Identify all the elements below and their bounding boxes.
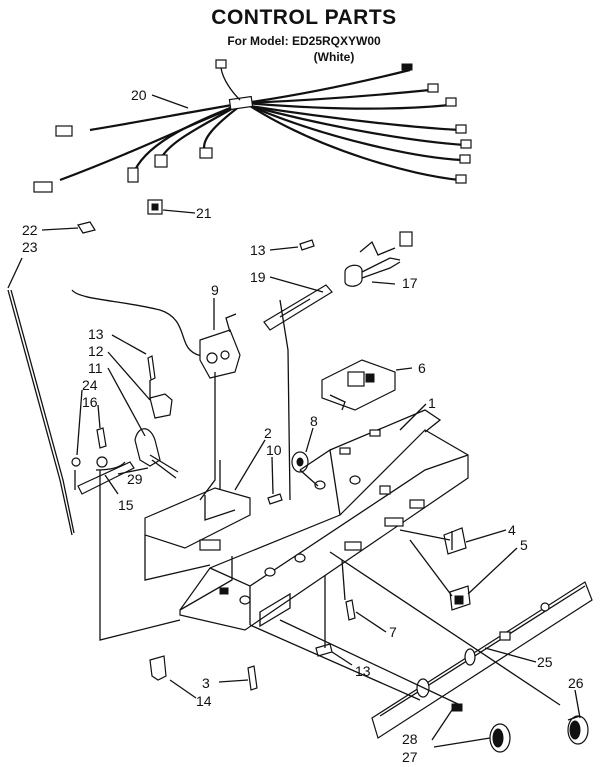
callout-27: 27: [402, 749, 418, 765]
screw-part-16: [96, 427, 107, 449]
callout-11: 11: [88, 360, 103, 376]
callout-25: 25: [537, 654, 553, 670]
screw-part-3: [247, 665, 258, 691]
sensor-part-19: [263, 284, 333, 331]
callout-1: 1: [428, 395, 436, 411]
callout-13-bottom: 13: [355, 663, 371, 679]
clip-part-14: [149, 655, 167, 681]
rod-part-23: [7, 289, 73, 536]
callout-17: 17: [402, 275, 418, 291]
screw-part-7: [345, 599, 356, 621]
front-panel-part-25: [371, 581, 593, 739]
assembly-guide-lines: [74, 299, 561, 706]
callout-13-left: 13: [88, 326, 104, 342]
thermostat-part-9: [199, 329, 241, 379]
callout-16: 16: [82, 394, 98, 410]
cap-part-17: [344, 264, 363, 287]
switch-part-4: [443, 527, 467, 555]
callout-4: 4: [508, 522, 516, 538]
callout-6: 6: [418, 360, 426, 376]
diagram-title: CONTROL PARTS: [211, 6, 397, 29]
callout-26: 26: [568, 675, 584, 691]
clip-part-28: [451, 703, 463, 712]
callout-5: 5: [520, 537, 528, 553]
washer-part-24: [71, 457, 81, 467]
knob-part-26: [567, 715, 589, 745]
callout-9: 9: [211, 282, 219, 298]
callout-28: 28: [402, 731, 418, 747]
callout-22: 22: [22, 222, 38, 238]
knob-shaft-part-11: [134, 428, 161, 467]
model-subtitle: For Model: ED25RQXYW00: [227, 34, 381, 48]
callout-labels: 20 21 22 23 13 19 17 9 13 12 11 24 16 6 …: [22, 87, 584, 765]
lever-part-15: [77, 461, 135, 495]
screw-part-10: [267, 493, 283, 505]
callout-19: 19: [250, 269, 266, 285]
callout-12: 12: [88, 343, 104, 359]
callout-29: 29: [127, 471, 143, 487]
callout-14: 14: [196, 693, 212, 709]
bracket-part-2: [144, 487, 251, 549]
callout-15: 15: [118, 497, 134, 513]
callout-3: 3: [202, 675, 210, 691]
callout-20: 20: [131, 87, 147, 103]
wiring-harness-part-20: [33, 59, 472, 193]
callout-13-top: 13: [250, 242, 266, 258]
callout-8: 8: [310, 413, 318, 429]
callout-23: 23: [22, 239, 38, 255]
screw-part-13-left: [147, 355, 156, 381]
callout-10: 10: [266, 442, 282, 458]
callout-21: 21: [196, 205, 212, 221]
screw-part-13-top: [299, 239, 315, 251]
screw-part-13-bottom: [315, 643, 333, 657]
callout-2: 2: [264, 425, 272, 441]
part-21-center: [151, 203, 159, 211]
bracket-part-12: [149, 393, 173, 419]
knob-part-27: [489, 723, 511, 753]
control-housing-part-1: [179, 409, 469, 631]
connector-part-17: [399, 231, 413, 247]
color-subtitle: (White): [313, 50, 355, 64]
callout-24: 24: [82, 377, 98, 393]
clip-part-22: [77, 221, 96, 234]
leader-lines: [7, 94, 581, 748]
callout-7: 7: [389, 624, 397, 640]
